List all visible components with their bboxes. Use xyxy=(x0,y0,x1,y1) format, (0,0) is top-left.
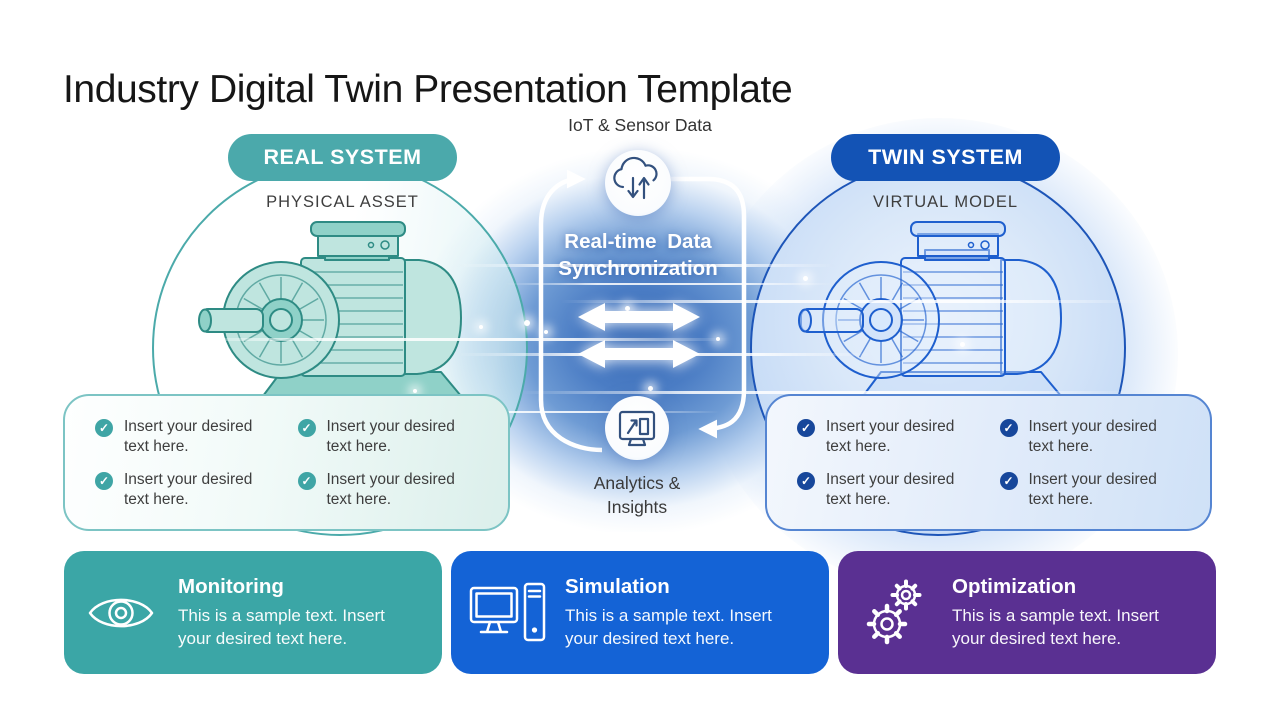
list-item-text: Insert your desired text here. xyxy=(326,471,455,509)
light-streak xyxy=(560,300,1145,303)
sparkle xyxy=(524,320,530,326)
card-title: Simulation xyxy=(565,575,670,599)
real-system-checklist: ✓ Insert your desired text here. ✓ Inser… xyxy=(63,394,510,531)
eye-icon xyxy=(64,592,178,634)
check-icon: ✓ xyxy=(95,419,113,437)
list-item: ✓ Insert your desired text here. xyxy=(797,417,994,460)
real-system-badge: REAL SYSTEM xyxy=(228,134,457,181)
list-item: ✓ Insert your desired text here. xyxy=(95,470,292,513)
list-item-text: Insert your desired text here. xyxy=(826,418,955,456)
card-title: Optimization xyxy=(952,575,1077,599)
card-body: This is a sample text. Insert your desir… xyxy=(565,606,772,648)
card-title: Monitoring xyxy=(178,575,284,599)
virtual-motor-illustration xyxy=(799,222,1061,396)
check-icon: ✓ xyxy=(999,472,1018,490)
list-item: ✓ Insert your desired text here. xyxy=(297,470,495,513)
sparkle xyxy=(716,337,720,341)
card-body: This is a sample text. Insert your desir… xyxy=(178,606,385,648)
list-item-text: Insert your desired text here. xyxy=(1028,418,1157,456)
light-streak xyxy=(455,264,835,267)
list-item: ✓ Insert your desired text here. xyxy=(95,417,292,460)
card-optimization: Optimization This is a sample text. Inse… xyxy=(838,551,1216,674)
card-body: This is a sample text. Insert your desir… xyxy=(952,606,1159,648)
sparkle xyxy=(803,276,808,281)
twin-system-subtitle: VIRTUAL MODEL xyxy=(872,193,1019,211)
list-item-text: Insert your desired text here. xyxy=(326,418,455,456)
list-item-text: Insert your desired text here. xyxy=(826,471,955,509)
analytics-label-line2: Insights xyxy=(606,496,668,517)
list-item-text: Insert your desired text here. xyxy=(1028,471,1157,509)
list-item-text: Insert your desired text here. xyxy=(124,418,253,456)
physical-motor-illustration xyxy=(199,222,461,396)
twin-system-checklist: ✓ Insert your desired text here. ✓ Inser… xyxy=(765,394,1212,531)
real-system-subtitle: PHYSICAL ASSET xyxy=(266,193,419,211)
sparkle xyxy=(625,306,630,311)
sparkle xyxy=(479,325,483,329)
card-simulation: Simulation This is a sample text. Insert… xyxy=(451,551,829,674)
check-icon: ✓ xyxy=(95,472,113,490)
check-icon: ✓ xyxy=(999,419,1018,437)
check-icon: ✓ xyxy=(797,419,815,437)
light-streak xyxy=(520,391,1135,394)
page-title: Industry Digital Twin Presentation Templ… xyxy=(63,68,793,112)
computer-icon xyxy=(451,582,565,644)
check-icon: ✓ xyxy=(297,472,316,490)
list-item-text: Insert your desired text here. xyxy=(124,471,253,509)
twin-system-badge: TWIN SYSTEM xyxy=(831,134,1060,181)
light-streak xyxy=(505,283,835,285)
sync-label-line1: Real-time Data xyxy=(564,230,712,253)
light-streak xyxy=(170,338,730,341)
sparkle xyxy=(413,389,417,393)
check-icon: ✓ xyxy=(797,472,815,490)
list-item: ✓ Insert your desired text here. xyxy=(999,417,1197,460)
check-icon: ✓ xyxy=(297,419,316,437)
sparkle xyxy=(960,342,965,347)
sync-label: Real-time Data Synchronization xyxy=(528,229,748,282)
light-streak xyxy=(455,353,875,356)
analytics-label-line1: Analytics & xyxy=(593,473,681,493)
sparkle xyxy=(544,330,548,334)
gears-icon xyxy=(838,578,952,648)
analytics-label: Analytics & Insights xyxy=(547,472,727,519)
sync-label-line2: Synchronization xyxy=(558,256,718,280)
list-item: ✓ Insert your desired text here. xyxy=(297,417,495,460)
list-item: ✓ Insert your desired text here. xyxy=(797,470,994,513)
iot-sensor-label: IoT & Sensor Data xyxy=(568,115,712,135)
card-monitoring: Monitoring This is a sample text. Insert… xyxy=(64,551,442,674)
list-item: ✓ Insert your desired text here. xyxy=(999,470,1197,513)
light-streak xyxy=(300,411,720,413)
sparkle xyxy=(648,386,653,391)
